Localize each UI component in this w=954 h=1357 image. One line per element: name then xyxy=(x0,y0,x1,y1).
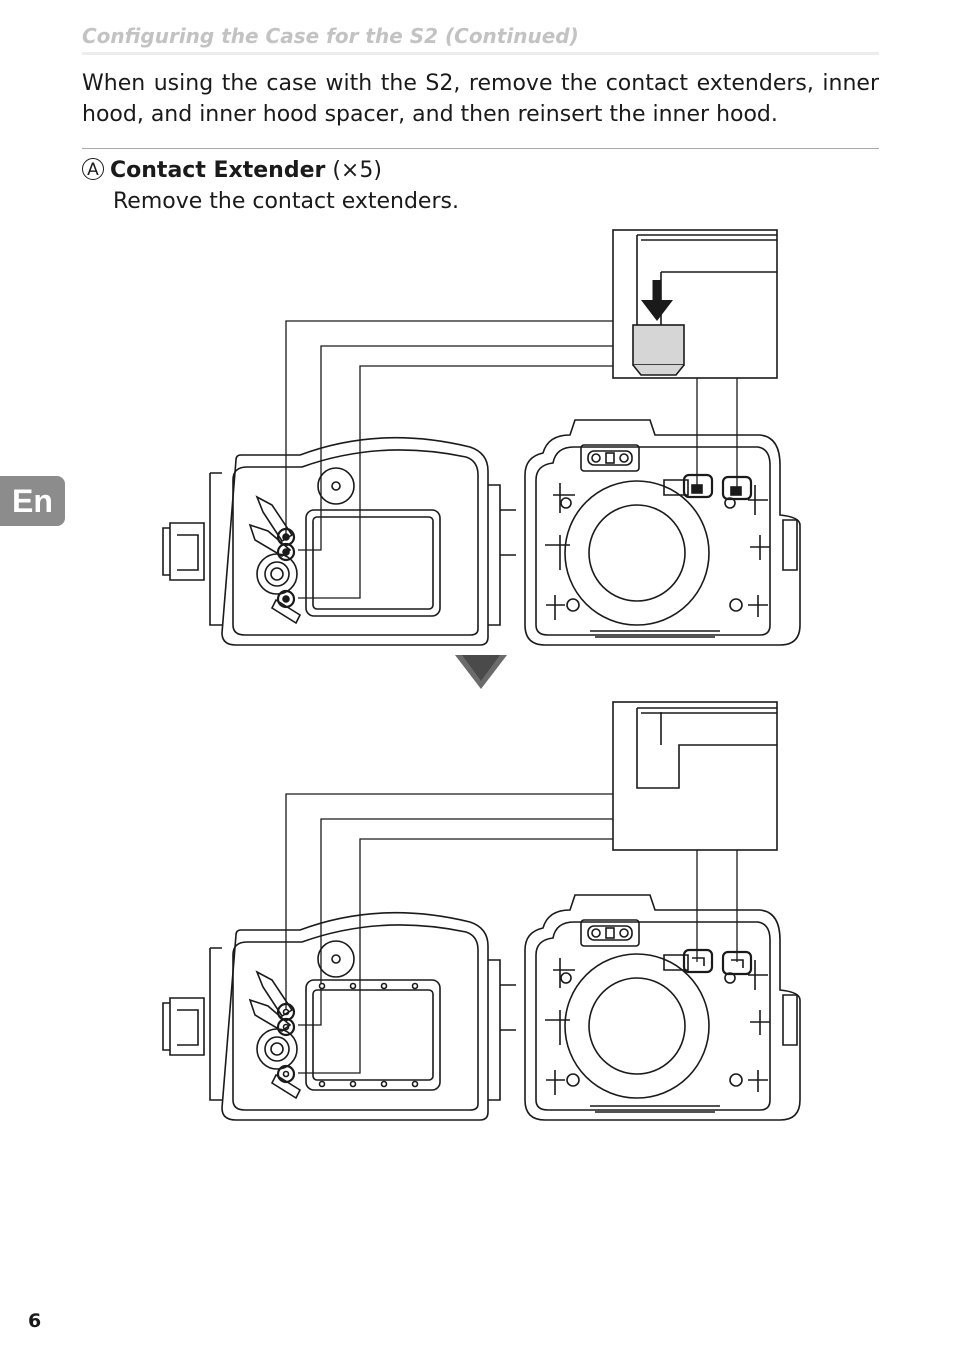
section-divider xyxy=(82,148,879,149)
contact-inset xyxy=(612,701,778,851)
case-back xyxy=(162,436,516,646)
item-description: Remove the contact extenders. xyxy=(113,189,459,214)
case-front xyxy=(524,894,801,1121)
case-illustration-after xyxy=(162,701,801,1121)
running-head: Configuring the Case for the S2 (Continu… xyxy=(82,24,879,55)
page-number: 6 xyxy=(28,1310,42,1332)
language-tab: En xyxy=(0,476,65,526)
item-heading: A Contact Extender (×5) xyxy=(82,155,382,186)
item-title: Contact Extender xyxy=(110,158,326,183)
case-front xyxy=(524,419,801,646)
extender-inset xyxy=(612,229,778,379)
case-illustration-before xyxy=(162,229,801,646)
case-back xyxy=(162,911,516,1121)
intro-paragraph: When using the case with the S2, remove … xyxy=(82,71,879,127)
item-letter-badge: A xyxy=(82,158,104,180)
down-arrow-icon xyxy=(455,655,507,689)
callout-leaders xyxy=(285,793,738,1074)
item-count: (×5) xyxy=(332,158,382,183)
